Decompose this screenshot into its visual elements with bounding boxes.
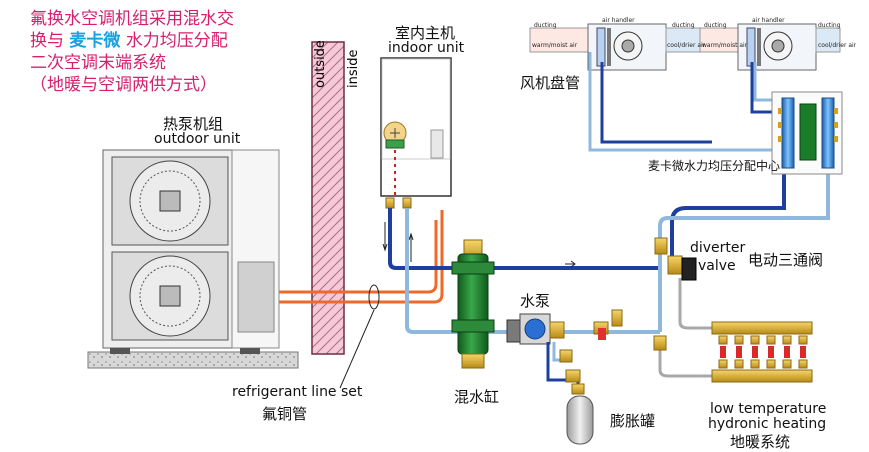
floor-heating-cn: 地暖系统 [730, 433, 791, 451]
expansion-assembly [546, 342, 594, 445]
title-line-4: （地暖与空调两供方式） [30, 75, 217, 95]
floor-heating-en-2: hydronic heating [708, 416, 827, 432]
mixing-tank [451, 239, 495, 369]
fc1-ducting-left: ducting [534, 22, 557, 29]
flow-arrow-icon [565, 260, 576, 268]
fc1-air-handler: air handler [602, 17, 635, 24]
fan-coil-2 [699, 23, 841, 114]
wall [311, 41, 345, 355]
refrigerant-line-marker [368, 284, 380, 310]
title-line-2: 换与 麦卡微 水力均压分配 [30, 32, 228, 51]
manifold-center-label: 麦卡微水力均压分配中心 [648, 159, 781, 173]
supply-piping [388, 172, 786, 270]
mixing-tank-label: 混水缸 [454, 388, 500, 406]
title-line-2-b: 水力均压分配 [125, 31, 228, 51]
fan-bottom-icon [129, 255, 211, 337]
diverter-en-1: diverter [690, 240, 746, 256]
indoor-unit [380, 57, 452, 262]
refrigerant-cn: 氟铜管 [262, 405, 308, 423]
expansion-tank-label: 膨胀罐 [610, 412, 656, 430]
fc2-warm-air: warm/moist air [702, 42, 748, 49]
fc1-warm-air: warm/moist air [532, 42, 578, 49]
fan-coil-label: 风机盘管 [520, 74, 581, 92]
fc1-cool-air: cool/drier air [667, 42, 706, 49]
floor-heating-manifold [711, 321, 813, 383]
indoor-unit-en: indoor unit [388, 40, 465, 56]
fc2-ducting-left: ducting [704, 22, 727, 29]
title-brand: 麦卡微 [69, 31, 121, 51]
floor-heating-piping [658, 278, 712, 378]
outdoor-unit [87, 149, 299, 369]
diverter-en-2: valve [698, 258, 736, 274]
diverter-valve [667, 255, 697, 281]
wall-outside-label: outside [313, 40, 328, 88]
fan-top-icon [129, 160, 211, 242]
fan-coil-1 [529, 23, 712, 152]
title-line-1: 氟换水空调机组采用混水交 [30, 9, 234, 29]
refrigerant-en: refrigerant line set [232, 384, 363, 400]
floor-heating-en-1: low temperature [710, 401, 827, 417]
fc2-air-handler: air handler [752, 17, 785, 24]
outdoor-unit-cn: 热泵机组 [163, 115, 224, 133]
fc1-ducting-right: ducting [672, 22, 695, 29]
valves [593, 237, 668, 351]
outdoor-unit-en: outdoor unit [154, 131, 241, 147]
title-line-2-a: 换与 [30, 31, 64, 51]
wall-inside-label: inside [346, 49, 361, 89]
fc2-cool-air: cool/drier air [818, 42, 857, 49]
indoor-unit-cn: 室内主机 [395, 24, 456, 42]
title-line-3: 二次空调末端系统 [30, 53, 166, 73]
water-pump [506, 313, 565, 345]
fc2-ducting-right: ducting [818, 22, 841, 29]
diverter-cn: 电动三通阀 [748, 251, 824, 269]
return-piping [405, 172, 830, 334]
manifold-center [771, 91, 843, 175]
refrigerant-lines [279, 210, 444, 304]
pump-label: 水泵 [520, 292, 551, 310]
